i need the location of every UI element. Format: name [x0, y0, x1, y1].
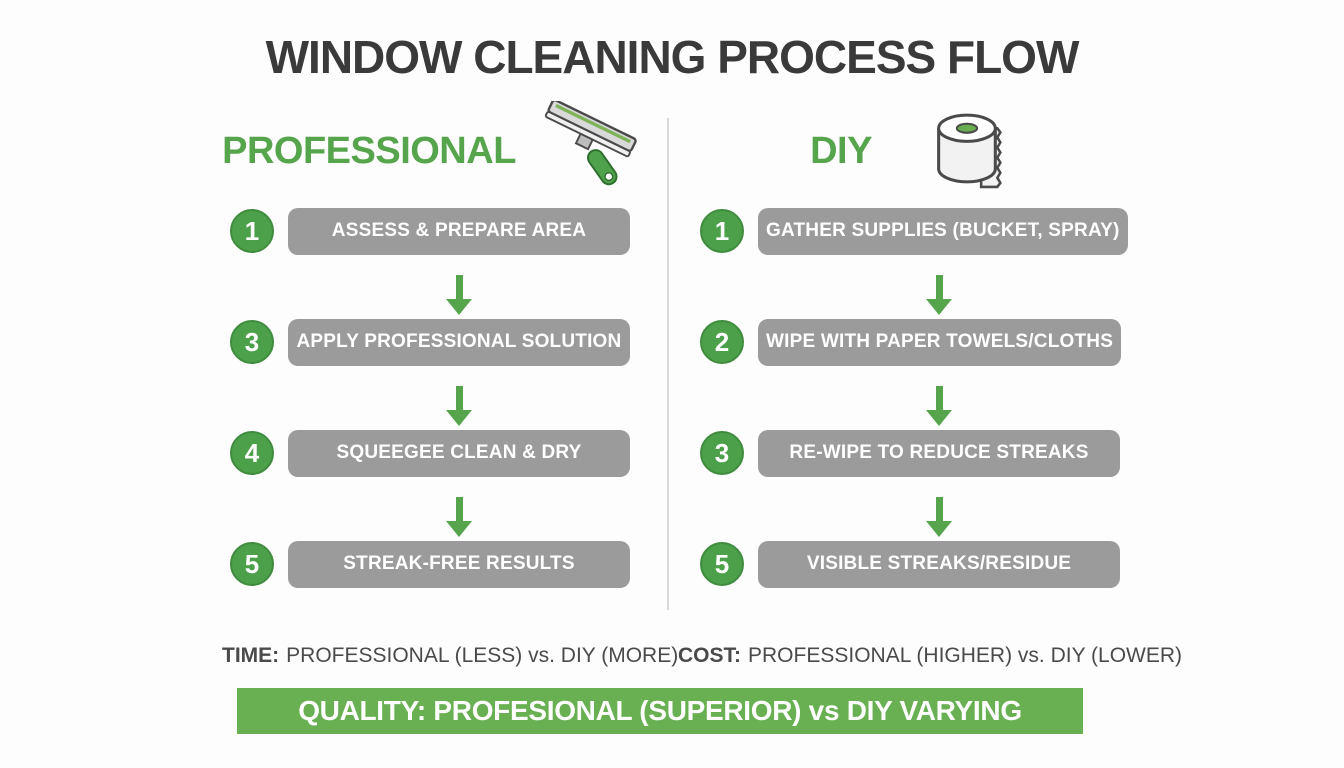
flow-arrow-zone: [230, 366, 630, 429]
step-label: SQUEEGEE CLEAN & DRY: [288, 429, 630, 477]
time-label: TIME:: [222, 644, 280, 667]
step-label: APPLY PROFESSIONAL SOLUTION: [288, 318, 630, 366]
diy-step-1: 1 GATHER SUPPLIES (BUCKET, SPRAY): [700, 207, 1128, 255]
diy-step-3: 3 RE-WIPE TO REDUCE STREAKS: [700, 429, 1120, 477]
step-number-badge: 1: [700, 209, 744, 253]
step-number-badge: 2: [700, 320, 744, 364]
cost-comparison: COST: PROFESSIONAL (HIGHER) vs. DIY (LOWE…: [678, 644, 1182, 668]
diy-column-header: DIY: [700, 103, 1120, 199]
quality-banner: QUALITY: PROFESIONAL (SUPERIOR) vs DIY V…: [237, 688, 1083, 734]
step-number-badge: 4: [230, 431, 274, 475]
step-number-badge: 5: [230, 542, 274, 586]
step-label: WIPE WITH PAPER TOWELS/CLOTHS: [758, 318, 1122, 366]
step-number-badge: 3: [230, 320, 274, 364]
cost-text: PROFESSIONAL (HIGHER) vs. DIY (LOWER): [748, 644, 1183, 667]
step-label: STREAK-FREE RESULTS: [288, 540, 630, 588]
down-arrow-icon: [935, 496, 943, 521]
step-number-badge: 3: [700, 431, 744, 475]
professional-header-label: PROFESSIONAL: [222, 129, 516, 172]
paper-towel-icon: [928, 106, 1010, 197]
professional-steps: 1 ASSESS & PREPARE AREA 3 APPLY PROFESSI…: [230, 207, 630, 588]
squeegee-icon: [542, 98, 638, 202]
professional-step-1: 1 ASSESS & PREPARE AREA: [230, 207, 630, 255]
flow-arrow-zone: [700, 255, 1120, 318]
down-arrow-icon: [455, 496, 463, 521]
step-number-badge: 5: [700, 542, 744, 586]
column-divider: [667, 118, 669, 610]
professional-step-4: 5 STREAK-FREE RESULTS: [230, 540, 630, 588]
diy-step-2: 2 WIPE WITH PAPER TOWELS/CLOTHS: [700, 318, 1122, 366]
professional-step-2: 3 APPLY PROFESSIONAL SOLUTION: [230, 318, 630, 366]
down-arrow-icon: [935, 385, 943, 410]
time-comparison: TIME: PROFESSIONAL (LESS) vs. DIY (MORE): [222, 644, 678, 668]
step-label: RE-WIPE TO REDUCE STREAKS: [758, 429, 1120, 477]
time-text: PROFESSIONAL (LESS) vs. DIY (MORE): [286, 644, 679, 667]
flow-arrow-zone: [700, 477, 1120, 540]
step-label: GATHER SUPPLIES (BUCKET, SPRAY): [758, 207, 1128, 255]
down-arrow-icon: [455, 274, 463, 299]
cost-label: COST:: [678, 644, 741, 667]
down-arrow-icon: [935, 274, 943, 299]
step-label: ASSESS & PREPARE AREA: [288, 207, 630, 255]
flow-arrow-zone: [230, 255, 630, 318]
page-title: WINDOW CLEANING PROCESS FLOW: [265, 31, 1080, 83]
diy-step-4: 5 VISIBLE STREAKS/RESIDUE: [700, 540, 1120, 588]
down-arrow-icon: [455, 385, 463, 410]
diy-header-label: DIY: [810, 129, 872, 172]
step-number-badge: 1: [230, 209, 274, 253]
flow-arrow-zone: [230, 477, 630, 540]
flow-arrow-zone: [700, 366, 1120, 429]
step-label: VISIBLE STREAKS/RESIDUE: [758, 540, 1120, 588]
professional-step-3: 4 SQUEEGEE CLEAN & DRY: [230, 429, 630, 477]
professional-column-header: PROFESSIONAL: [222, 98, 637, 199]
diy-steps: 1 GATHER SUPPLIES (BUCKET, SPRAY) 2 WIPE…: [700, 207, 1128, 588]
